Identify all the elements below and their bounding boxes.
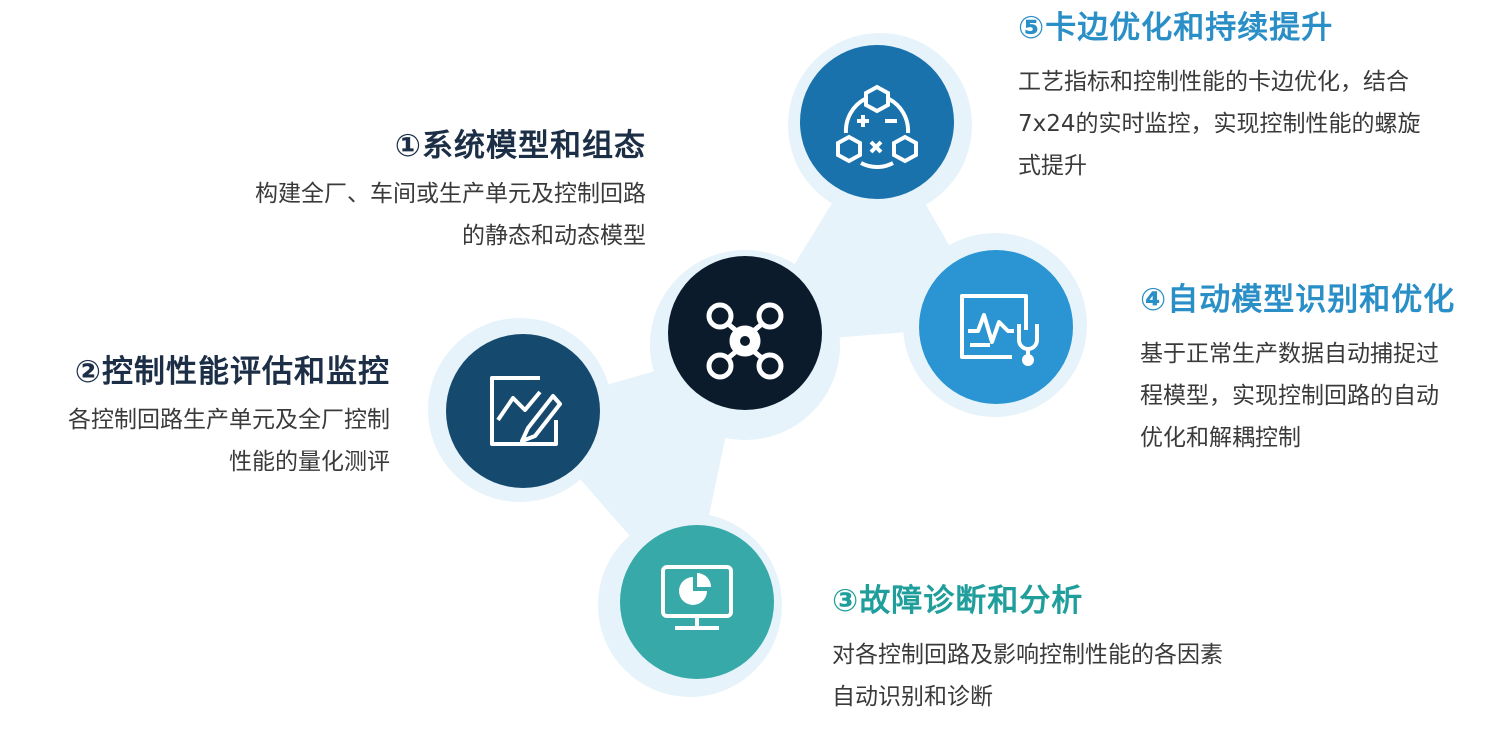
step-2-desc-line-1: 各控制回路生产单元及全厂控制 <box>68 407 390 433</box>
step-3-node <box>620 525 774 679</box>
step-5-desc: 工艺指标和控制性能的卡边优化，结合 7x24的实时监控，实现控制性能的螺旋 式提… <box>1018 61 1488 187</box>
step-2-title: ②控制性能评估和监控 <box>74 354 390 390</box>
step-1-desc: 构建全厂、车间或生产单元及控制回路 的静态和动态模型 <box>190 173 646 257</box>
step-4-desc-line-3: 优化和解耦控制 <box>1140 425 1301 451</box>
step-1-desc-line-2: 的静态和动态模型 <box>462 223 646 249</box>
step-5-node <box>800 45 954 199</box>
chart-edit-icon <box>490 376 562 446</box>
step-4-block: ④自动模型识别和优化 基于正常生产数据自动捕捉过 程模型，实现控制回路的自动 优… <box>1140 274 1500 459</box>
step-5-desc-line-3: 式提升 <box>1018 153 1087 179</box>
drone-icon <box>706 302 784 380</box>
step-1-block: ①系统模型和组态 构建全厂、车间或生产单元及控制回路 的静态和动态模型 <box>190 120 646 257</box>
step-3-desc-line-2: 自动识别和诊断 <box>832 684 993 710</box>
step-4-desc-line-1: 基于正常生产数据自动捕捉过 <box>1140 341 1439 367</box>
step-4-title: ④自动模型识别和优化 <box>1140 282 1456 318</box>
step-3-desc: 对各控制回路及影响控制性能的各因素 自动识别和诊断 <box>832 634 1292 718</box>
step-2-desc-line-2: 性能的量化测评 <box>229 449 390 475</box>
step-5-block: ⑤卡边优化和持续提升 工艺指标和控制性能的卡边优化，结合 7x24的实时监控，实… <box>1018 2 1488 187</box>
step-1-title: ①系统模型和组态 <box>394 128 646 164</box>
step-5-title: ⑤卡边优化和持续提升 <box>1018 10 1334 46</box>
hexagon-math-icon <box>836 84 918 169</box>
step-4-desc-line-2: 程模型，实现控制回路的自动 <box>1140 383 1439 409</box>
step-4-desc: 基于正常生产数据自动捕捉过 程模型，实现控制回路的自动 优化和解耦控制 <box>1140 333 1500 459</box>
hub-node <box>668 256 822 410</box>
step-3-desc-line-1: 对各控制回路及影响控制性能的各因素 <box>832 642 1223 668</box>
step-5-desc-line-2: 7x24的实时监控，实现控制性能的螺旋 <box>1018 111 1421 137</box>
step-2-node <box>446 334 600 488</box>
step-1-desc-line-1: 构建全厂、车间或生产单元及控制回路 <box>255 181 646 207</box>
step-2-desc: 各控制回路生产单元及全厂控制 性能的量化测评 <box>0 399 390 483</box>
stethoscope-screen-icon <box>960 294 1039 366</box>
step-4-node <box>919 250 1073 404</box>
step-3-block: ③故障诊断和分析 对各控制回路及影响控制性能的各因素 自动识别和诊断 <box>832 575 1292 718</box>
step-5-desc-line-1: 工艺指标和控制性能的卡边优化，结合 <box>1018 69 1409 95</box>
step-2-block: ②控制性能评估和监控 各控制回路生产单元及全厂控制 性能的量化测评 <box>0 346 390 483</box>
monitor-pie-icon <box>661 565 733 630</box>
step-3-title: ③故障诊断和分析 <box>832 583 1084 619</box>
